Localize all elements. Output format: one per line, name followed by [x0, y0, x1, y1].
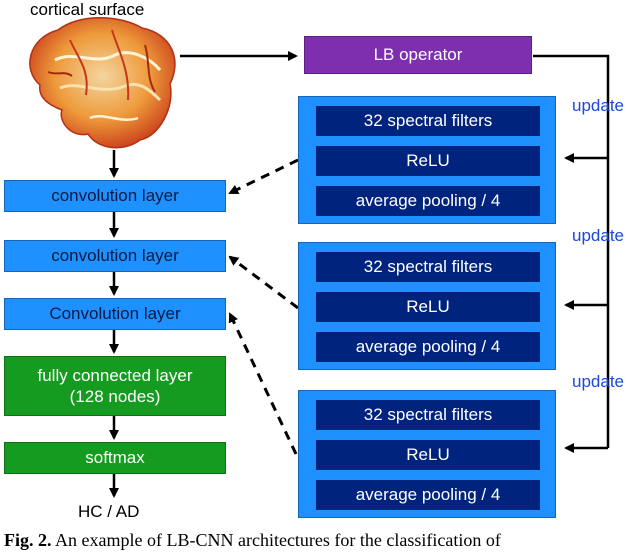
softmax-layer: softmax	[4, 442, 226, 474]
average-pooling-2: average pooling / 4	[316, 332, 540, 362]
conv-layer-3: Convolution layer	[4, 298, 226, 330]
update-bracket	[533, 54, 610, 453]
update-label-1: update	[572, 96, 624, 115]
relu-1: ReLU	[316, 146, 540, 176]
update-label-2: update	[572, 226, 624, 245]
caption-text: An example of LB-CNN architectures for t…	[55, 530, 501, 550]
dashed-arrow-group3	[228, 312, 298, 455]
spectral-filters-3: 32 spectral filters	[316, 400, 540, 430]
caption-prefix: Fig. 2.	[4, 530, 52, 550]
figure-caption: Fig. 2. An example of LB-CNN architectur…	[4, 530, 501, 551]
lb-operator-box: LB operator	[304, 36, 532, 74]
fc-label-line2: (128 nodes)	[69, 387, 161, 406]
relu-2: ReLU	[316, 292, 540, 322]
dashed-arrow-group2	[228, 255, 299, 310]
relu-3: ReLU	[316, 440, 540, 470]
output-label: HC / AD	[78, 502, 140, 521]
fc-label-line1: fully connected layer	[37, 365, 193, 385]
spectral-filters-1: 32 spectral filters	[316, 106, 540, 136]
brain-label: cortical surface	[30, 0, 145, 19]
conv-layer-2: convolution layer	[4, 240, 226, 272]
conv-layer-1: convolution layer	[4, 180, 226, 212]
average-pooling-3: average pooling / 4	[316, 480, 540, 510]
update-label-3: update	[572, 372, 624, 391]
dashed-arrow-group1	[228, 158, 299, 195]
brain-image	[29, 17, 176, 149]
average-pooling-1: average pooling / 4	[316, 186, 540, 216]
spectral-filters-2: 32 spectral filters	[316, 252, 540, 282]
fully-connected-layer: fully connected layer (128 nodes)	[4, 356, 226, 416]
